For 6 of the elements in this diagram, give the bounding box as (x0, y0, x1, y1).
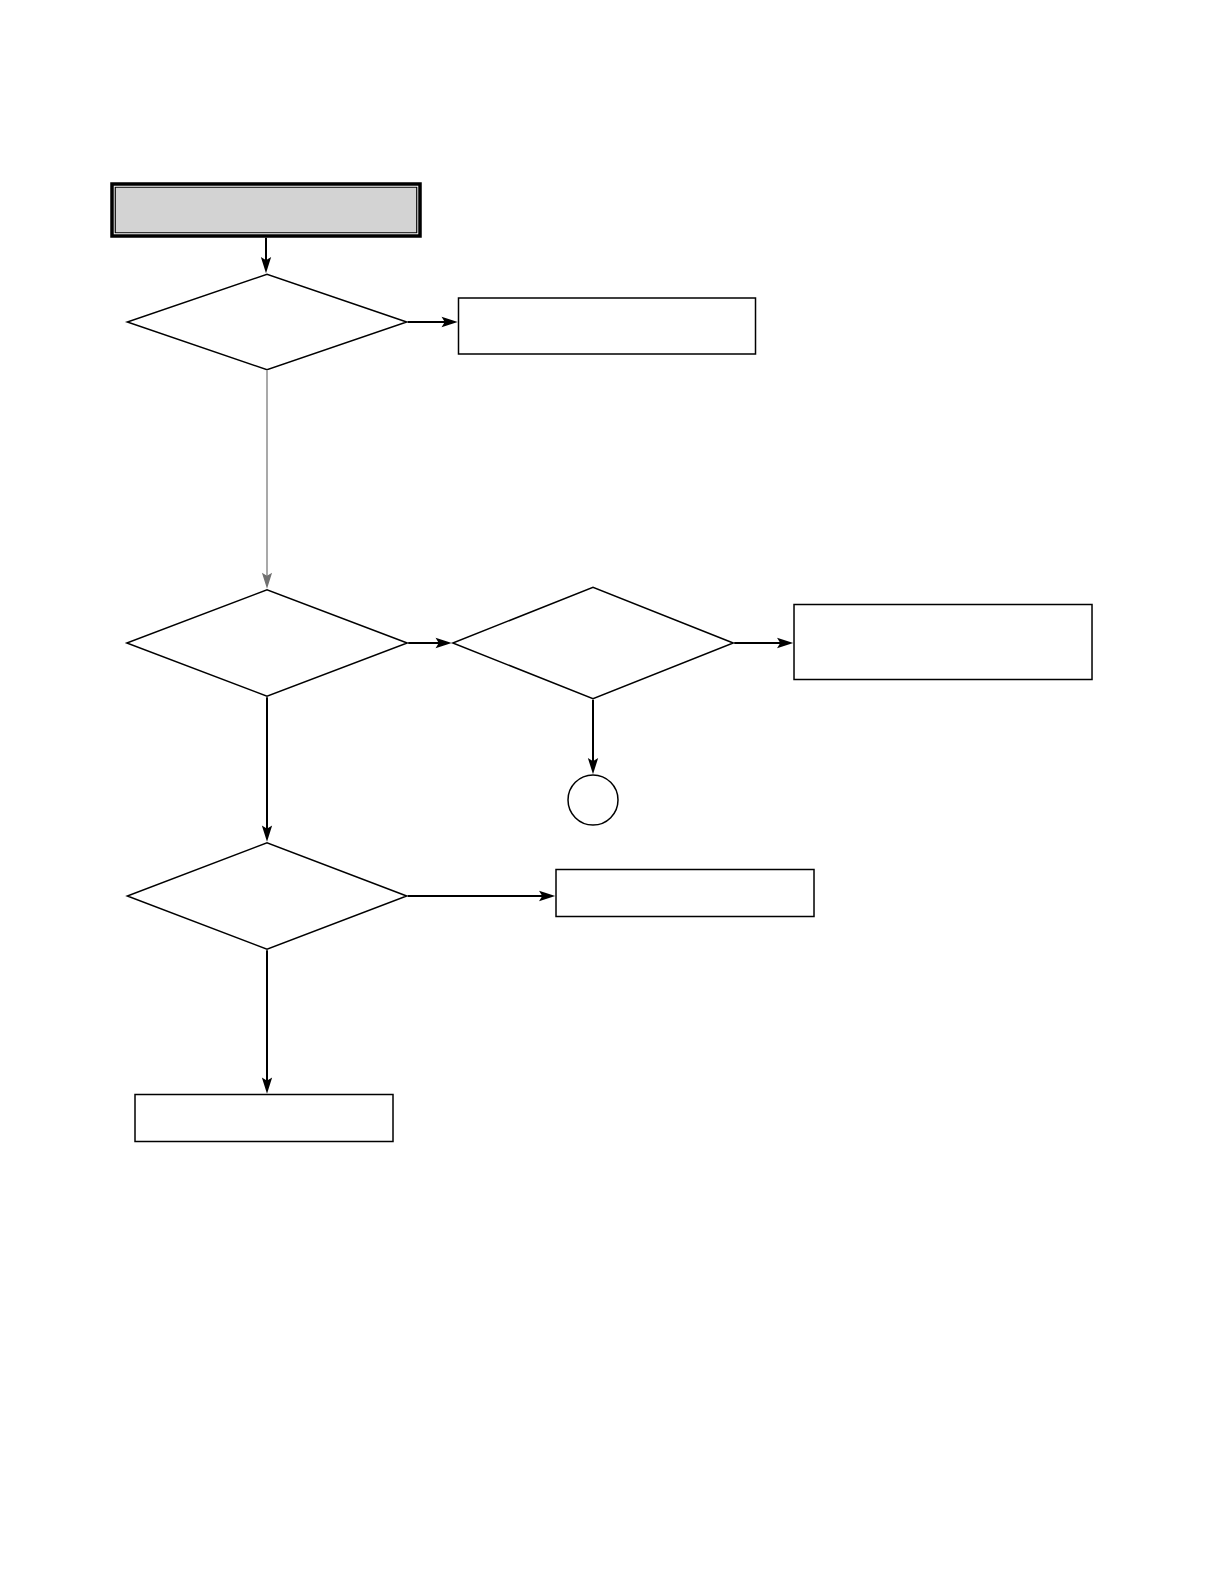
process-box (134, 1093, 394, 1143)
header-box (110, 182, 422, 238)
process-box (555, 868, 815, 918)
connector-circle (567, 774, 619, 826)
process-box (793, 603, 1093, 681)
process-box (457, 297, 757, 355)
